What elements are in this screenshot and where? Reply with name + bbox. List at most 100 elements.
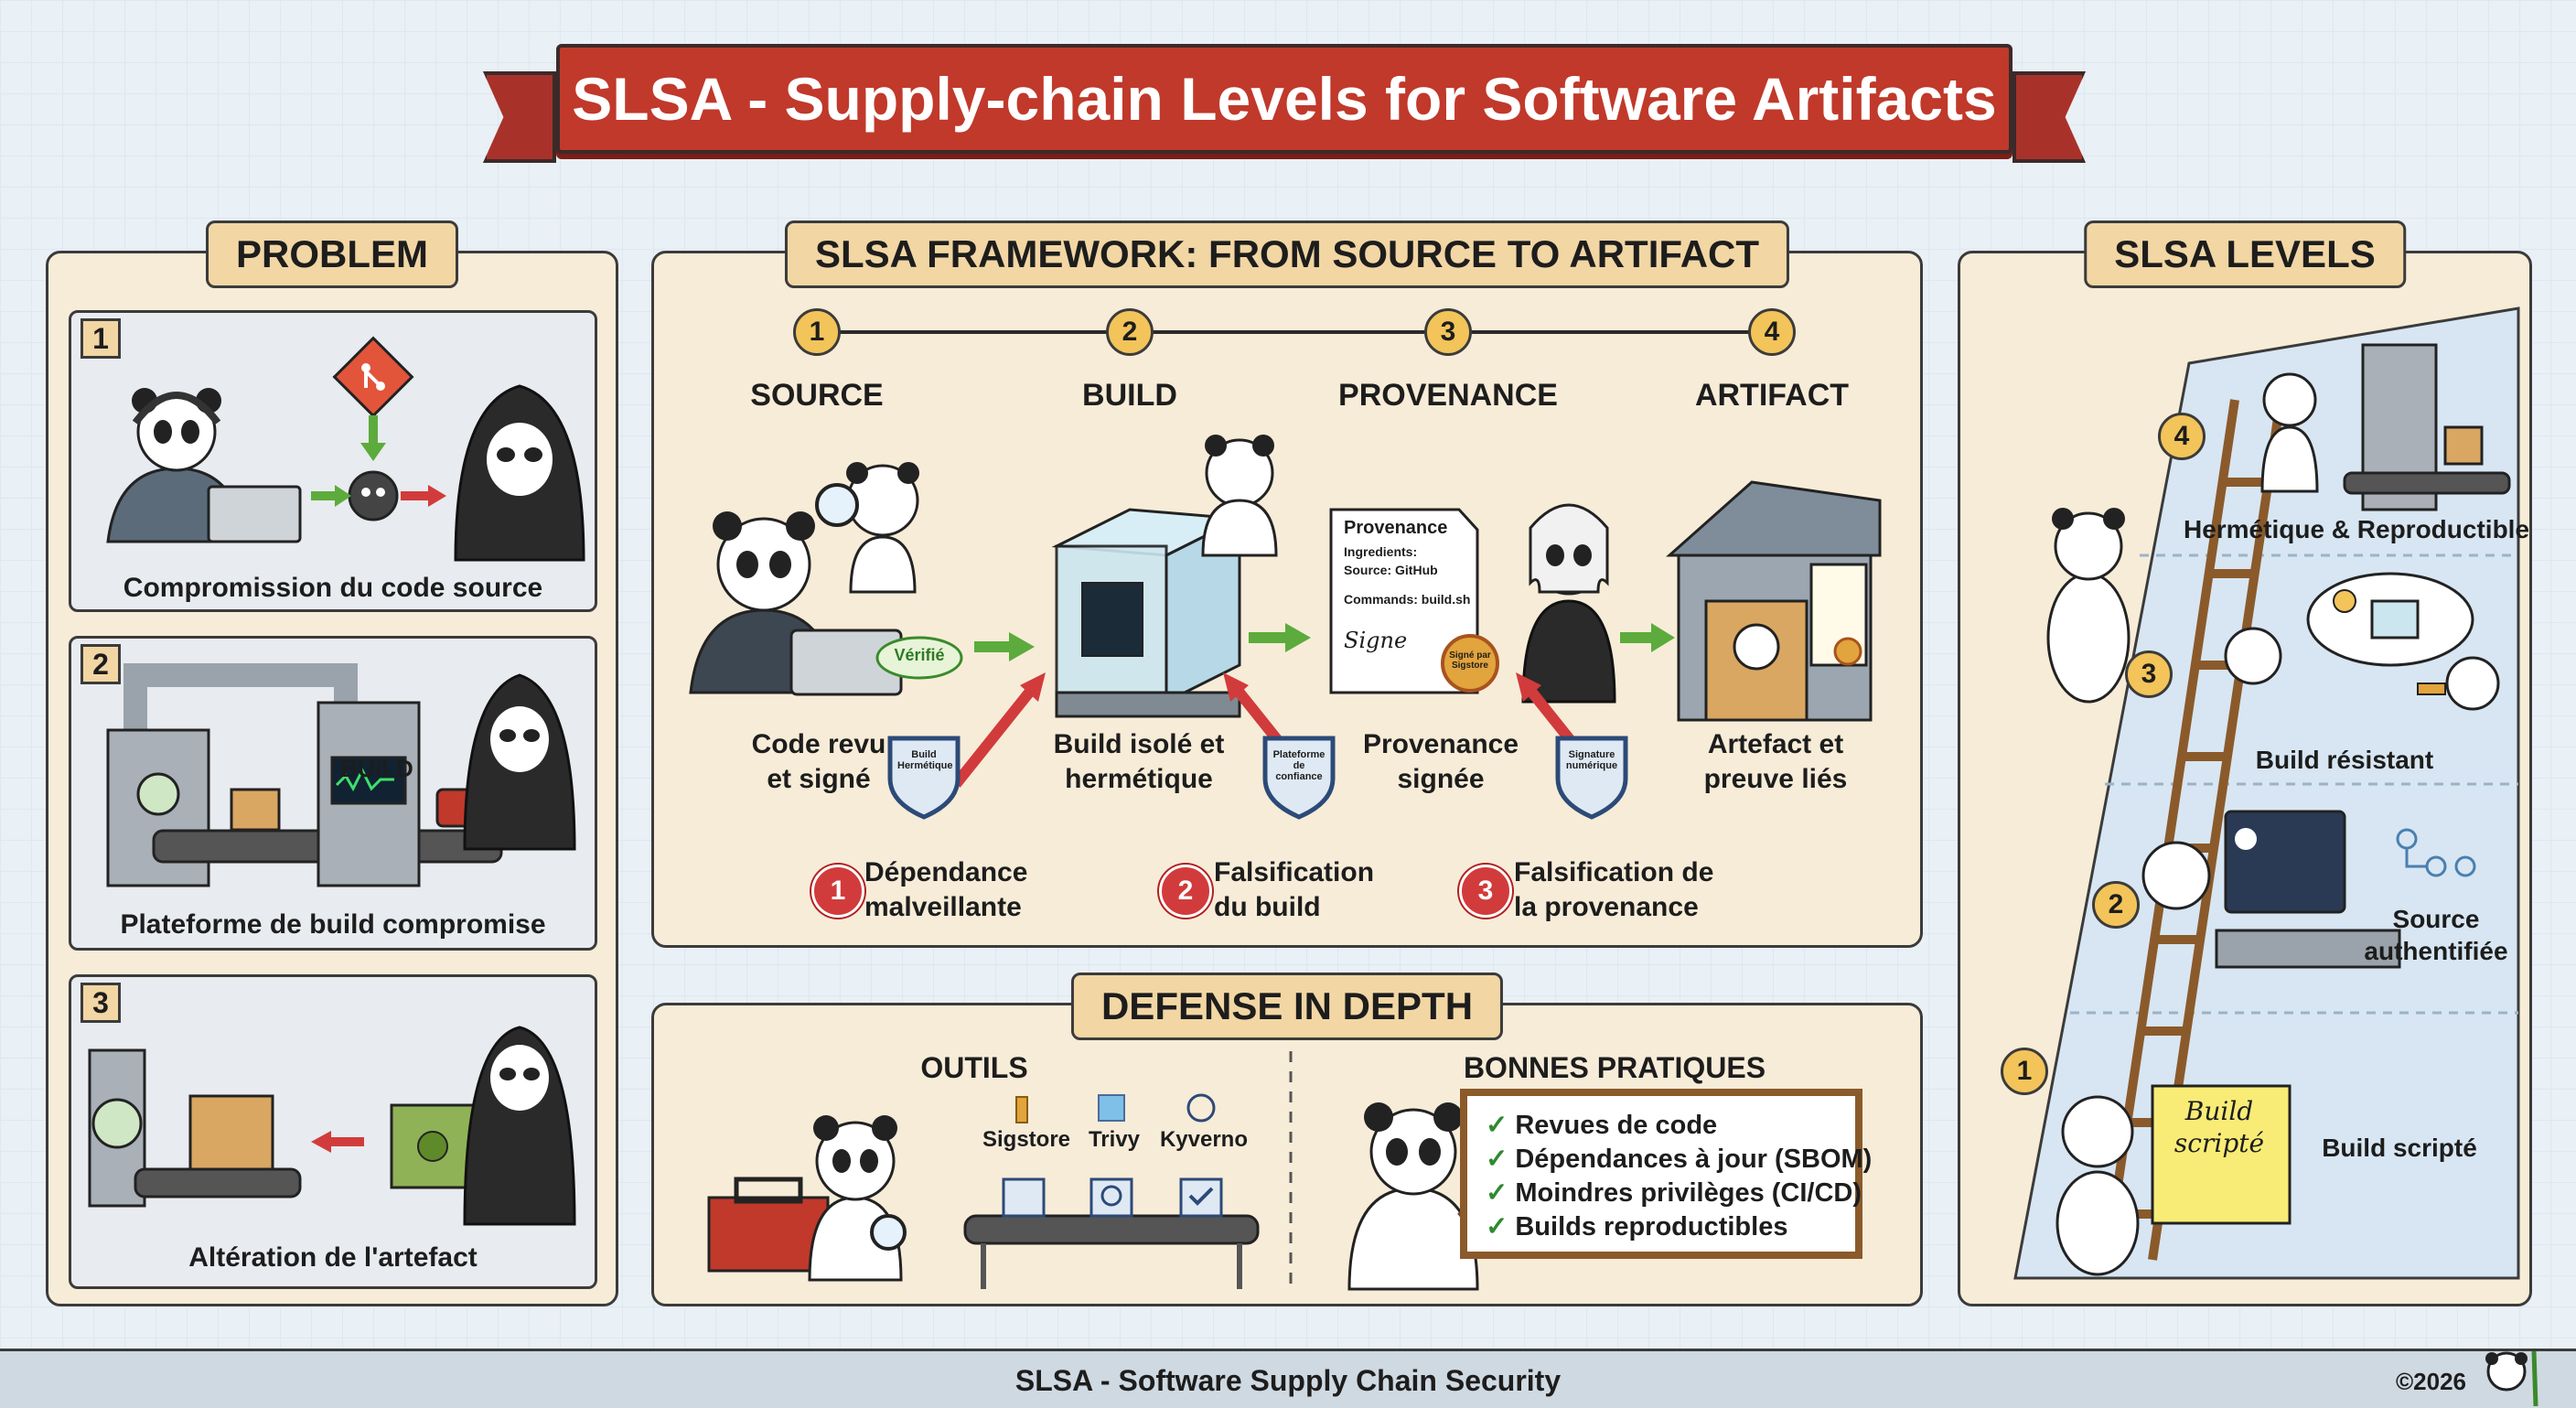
step-description: Code revu et signé bbox=[751, 729, 886, 794]
kyverno-logo-icon bbox=[1186, 1093, 1216, 1123]
key-icon bbox=[1015, 1096, 1028, 1123]
title-banner: SLSA - Supply-chain Levels for Software … bbox=[556, 44, 2012, 154]
problem-card-2: 2 BUILD Plateforme de build compromise bbox=[69, 636, 597, 951]
warning-icon bbox=[2333, 589, 2356, 613]
monitor-icon bbox=[2224, 810, 2346, 914]
threat-label: Dépendance malveillante bbox=[864, 857, 1028, 922]
step-description: Provenance signée bbox=[1362, 729, 1519, 794]
laptop-icon bbox=[207, 485, 302, 543]
tool-name: Sigstore bbox=[982, 1127, 1071, 1152]
practices-board: ✓ Revues de code ✓ Dépendances à jour (S… bbox=[1460, 1089, 1873, 1259]
teacher-panda-icon bbox=[1347, 1102, 1496, 1291]
level-label: Hermétique & Reproductible bbox=[2183, 515, 2530, 543]
level-label: Build résistant bbox=[2255, 746, 2434, 774]
shield-icon bbox=[887, 736, 961, 820]
framework-illustration bbox=[689, 435, 1882, 820]
problem-card-caption: Plateforme de build compromise bbox=[120, 909, 546, 940]
page-title: SLSA - Supply-chain Levels for Software … bbox=[572, 65, 1997, 133]
level-number: 1 bbox=[2001, 1048, 2048, 1095]
compromised-build-illustration bbox=[106, 663, 576, 887]
artifact-tampering-illustration bbox=[88, 1026, 576, 1226]
threat-number: 1 bbox=[811, 865, 864, 918]
level-number: 2 bbox=[2092, 881, 2140, 929]
provenance-doc-title: Provenance bbox=[1344, 518, 1448, 538]
provenance-doc-source: Source: GitHub bbox=[1344, 563, 1438, 577]
hooded-attacker-icon bbox=[463, 673, 576, 851]
practice-item: ✓ Builds reproductibles bbox=[1486, 1212, 1788, 1241]
tools-heading: OUTILS bbox=[920, 1051, 1028, 1084]
checkmark-icon: ✓ bbox=[1486, 1178, 1516, 1208]
trivy-icon bbox=[1089, 1177, 1133, 1218]
level-label: Source authentifiée bbox=[2364, 905, 2508, 965]
magnifier-icon bbox=[815, 483, 859, 527]
levels-panel: SLSA LEVELS bbox=[1958, 220, 2532, 1306]
levels-illustration bbox=[2013, 306, 2520, 1280]
threat-number: 3 bbox=[1459, 865, 1512, 918]
climbing-panda-icon bbox=[2046, 508, 2131, 704]
panda-mascot-icon bbox=[2485, 1350, 2538, 1407]
desk-icon bbox=[2215, 929, 2401, 969]
practice-item: ✓ Dépendances à jour (SBOM) bbox=[1486, 1145, 1873, 1174]
panda-icon bbox=[2055, 1095, 2140, 1276]
builder-panda-icon bbox=[1201, 435, 1278, 557]
box-icon bbox=[230, 788, 281, 832]
workflow-icon bbox=[2396, 828, 2476, 877]
level-number: 4 bbox=[2158, 413, 2206, 460]
defense-divider bbox=[1289, 1051, 1293, 1289]
verified-stamp-label: Vérifié bbox=[894, 646, 945, 664]
trivy-logo-icon bbox=[1098, 1094, 1125, 1122]
panda-icon bbox=[2260, 372, 2319, 493]
tool-name: Trivy bbox=[1088, 1127, 1141, 1152]
build-machine-label: BUILD bbox=[340, 755, 413, 782]
toolbox-icon bbox=[707, 1196, 830, 1273]
step-number: 2 bbox=[1106, 308, 1154, 356]
levels-heading: SLSA LEVELS bbox=[2084, 220, 2406, 288]
pipe-icon bbox=[123, 663, 358, 730]
threat-number: 2 bbox=[1159, 865, 1212, 918]
judge-panda-icon bbox=[1521, 503, 1616, 704]
shield-label: Plateforme de confiance bbox=[1272, 749, 1326, 783]
sticky-note-text: Build scripté bbox=[2174, 1096, 2265, 1158]
problem-heading: PROBLEM bbox=[206, 220, 458, 288]
framework-heading: SLSA FRAMEWORK: FROM SOURCE TO ARTIFACT bbox=[784, 220, 1790, 288]
checkmark-icon: ✓ bbox=[1486, 1111, 1516, 1140]
developer-panda-icon bbox=[106, 388, 247, 543]
shield-icon bbox=[1262, 736, 1336, 820]
level-label: Build scripté bbox=[2322, 1134, 2477, 1162]
provenance-doc-commands: Commands: build.sh bbox=[1344, 592, 1471, 607]
step-number: 1 bbox=[793, 308, 841, 356]
source-compromise-illustration bbox=[106, 336, 585, 562]
sigstore-icon bbox=[1002, 1177, 1046, 1218]
panda-icon bbox=[2445, 656, 2500, 711]
provenance-doc-signature: Signe bbox=[1344, 628, 1408, 653]
shield-label: Build Hermétique bbox=[897, 749, 953, 772]
framework-panel: SLSA FRAMEWORK: FROM SOURCE TO ARTIFACT … bbox=[651, 220, 1923, 948]
problem-card-number: 2 bbox=[80, 644, 121, 684]
hooded-attacker-icon bbox=[463, 1026, 576, 1226]
level-number: 3 bbox=[2125, 650, 2173, 698]
box-icon bbox=[188, 1094, 274, 1171]
red-threat-arrow bbox=[951, 689, 1034, 788]
provenance-document-icon bbox=[1329, 508, 1479, 694]
step-label-provenance: PROVENANCE bbox=[1338, 378, 1558, 413]
checkmark-icon: ✓ bbox=[1486, 1145, 1516, 1174]
artifact-warehouse-icon bbox=[1666, 480, 1882, 722]
verified-stamp-icon bbox=[875, 636, 963, 680]
threat-label: Falsification de la provenance bbox=[1514, 857, 1714, 922]
sigstore-seal-icon bbox=[1441, 634, 1499, 693]
sticky-note-icon bbox=[2151, 1084, 2292, 1225]
step-description: Artefact et preuve liés bbox=[1703, 729, 1848, 794]
threat-label: Falsification du build bbox=[1214, 857, 1375, 922]
practice-item: ✓ Revues de code bbox=[1486, 1111, 1718, 1140]
skull-icon bbox=[348, 470, 399, 521]
magnifier-icon bbox=[870, 1214, 907, 1251]
defense-heading: DEFENSE IN DEPTH bbox=[1070, 973, 1504, 1040]
problem-card-3: 3 Altération de l'artefact bbox=[69, 974, 597, 1289]
git-icon bbox=[332, 336, 414, 418]
github-icon bbox=[2235, 828, 2257, 850]
footer: SLSA - Software Supply Chain Security ©2… bbox=[0, 1349, 2576, 1408]
step-label-artifact: ARTIFACT bbox=[1694, 378, 1850, 413]
shield-label: Signature numérique bbox=[1565, 749, 1618, 772]
conveyor-icon bbox=[2343, 471, 2511, 495]
conveyor-icon bbox=[963, 1214, 1260, 1245]
